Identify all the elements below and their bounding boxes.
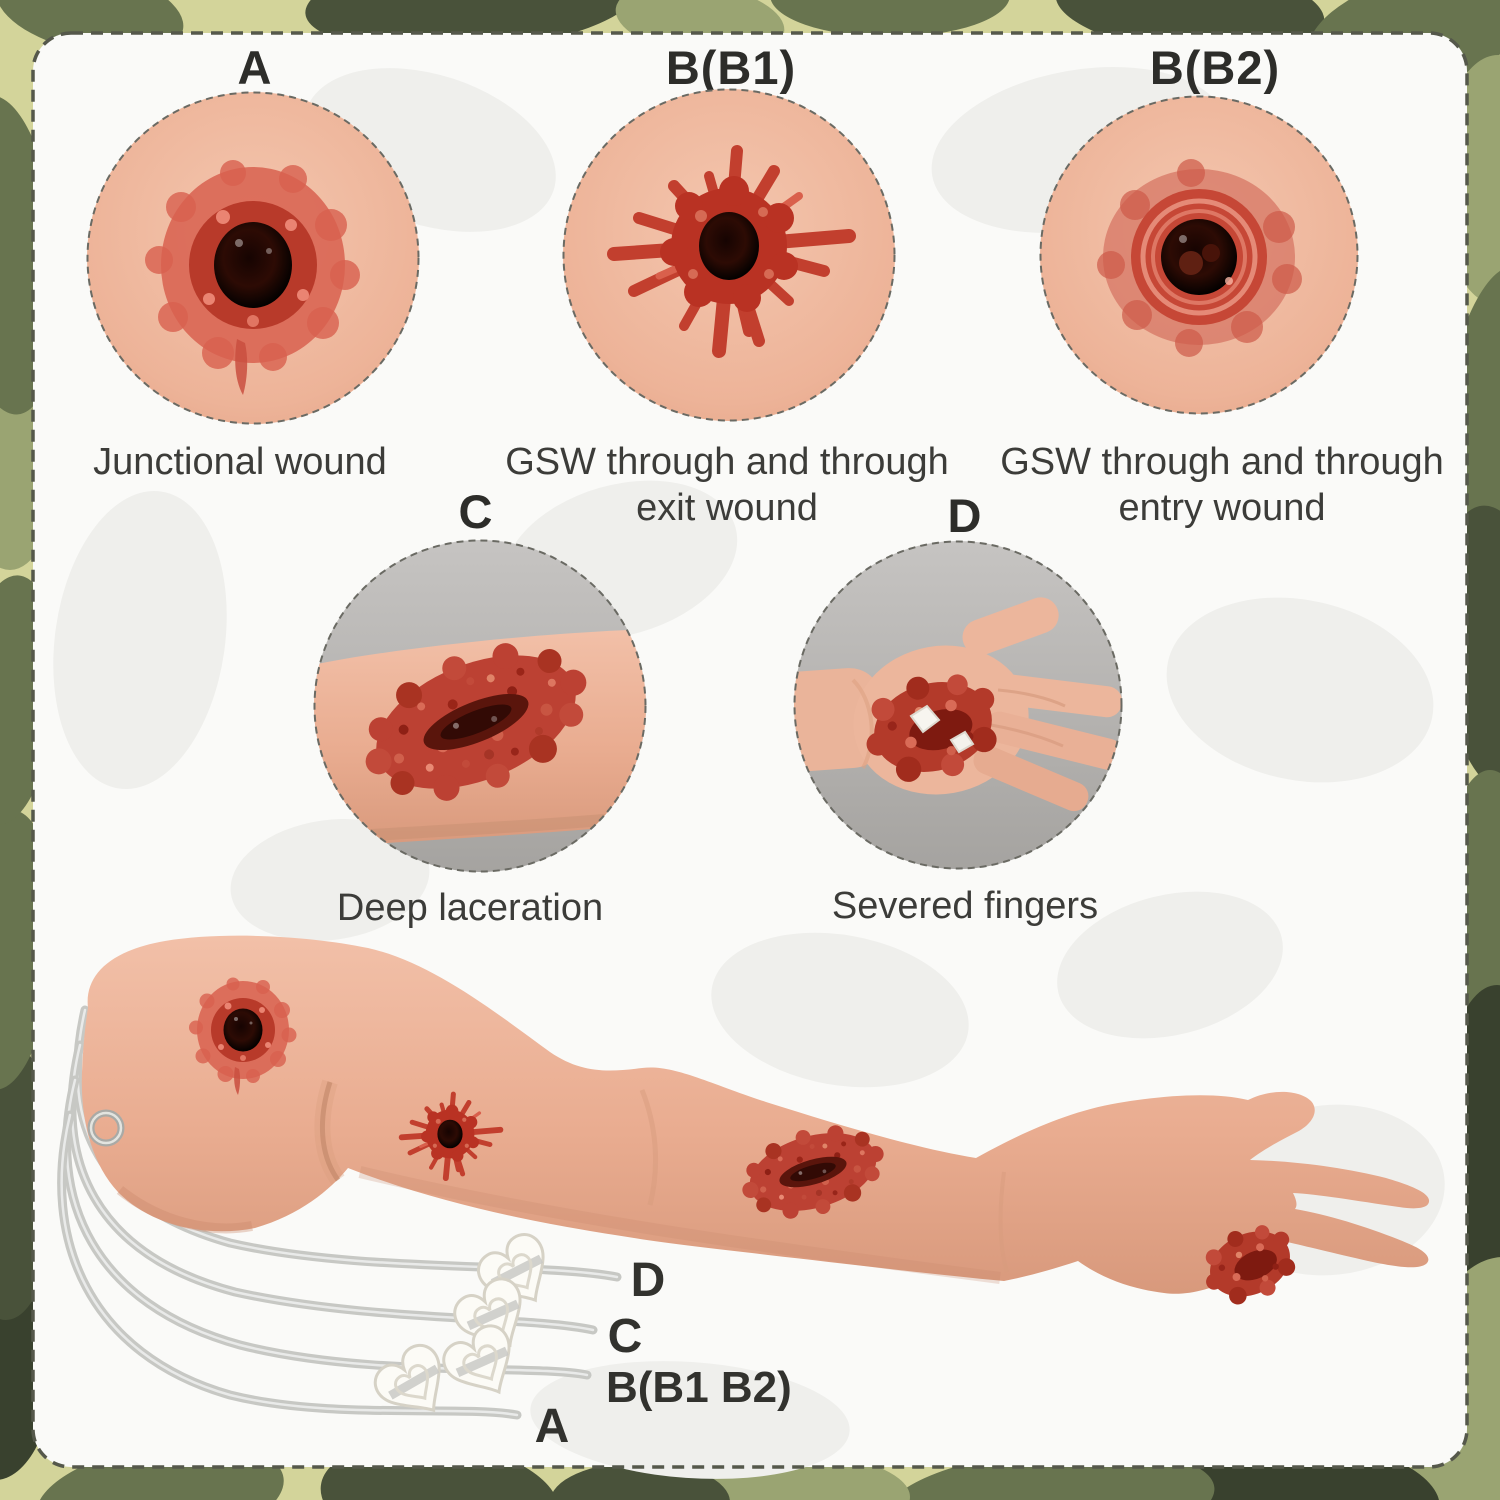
inset-b2-caption: GSW through and through entry wound <box>1000 441 1444 529</box>
bone-fragments <box>909 704 975 754</box>
inset-b2-label: B(B2) <box>1149 41 1281 94</box>
tube-label-b: B(B1 B2) <box>606 1363 792 1412</box>
inset-d-caption: Severed fingers <box>831 885 1099 927</box>
inset-c-photo-deep-laceration <box>313 539 647 873</box>
inset-b1-caption: GSW through and through exit wound <box>505 441 949 529</box>
panel-dashed-border <box>31 31 1469 1469</box>
hanging-ring <box>87 1109 125 1147</box>
inset-a-photo-junctional-wound <box>86 91 420 425</box>
inset-a-label: A <box>237 41 273 94</box>
tube-label-c: C <box>608 1310 643 1363</box>
tube-label-a: A <box>535 1400 570 1453</box>
tube-label-d: D <box>631 1254 666 1307</box>
tube-clip-b <box>435 1317 531 1411</box>
inset-b1-photo-exit-wound <box>562 88 896 422</box>
tube-labels: D C B(B1 B2) A <box>535 1254 792 1453</box>
inset-b1-label: B(B1) <box>665 41 797 94</box>
arm-trainer-diagram: D C B(B1 B2) A <box>57 935 1430 1453</box>
inset-c-caption: Deep laceration <box>336 887 604 929</box>
inset-d-label: D <box>947 489 983 542</box>
arm-model <box>81 935 1430 1294</box>
inset-d-photo-severed-fingers <box>793 540 1123 870</box>
inset-a-caption: Junctional wound <box>93 441 387 483</box>
inset-c-label: C <box>458 485 494 538</box>
inset-b2-photo-entry-wound <box>1039 95 1359 415</box>
